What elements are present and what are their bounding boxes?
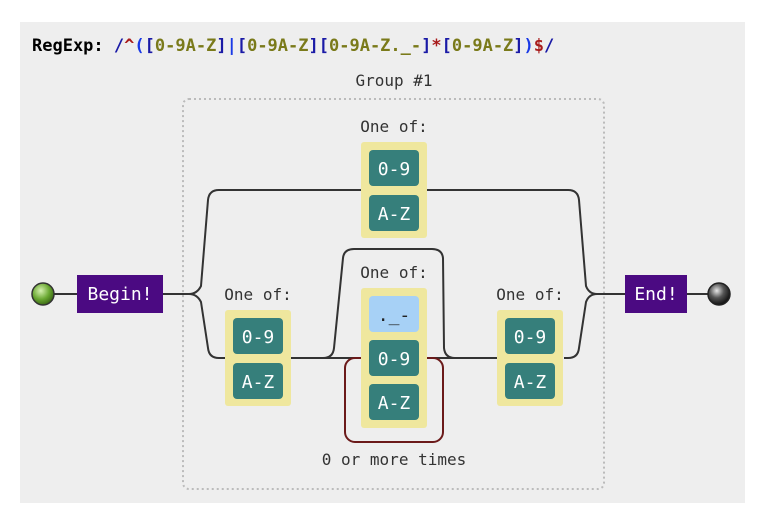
regexp-token: | bbox=[226, 36, 237, 56]
top-digits-box bbox=[369, 150, 419, 186]
left-digits-label: 0-9 bbox=[242, 327, 275, 348]
regexp-token: 0-9A-Z bbox=[247, 36, 309, 56]
middle-digits-box bbox=[369, 340, 419, 376]
group-label: Group #1 bbox=[355, 71, 432, 90]
start-circle-icon bbox=[31, 282, 55, 306]
connector-lines bbox=[54, 189, 708, 359]
end-label: End! bbox=[634, 284, 677, 305]
middle-punct-label: ._- bbox=[378, 305, 411, 326]
regexp-token: [ bbox=[144, 36, 155, 56]
middle-digits-label: 0-9 bbox=[378, 349, 411, 370]
right-one-of-label: One of: bbox=[496, 285, 563, 304]
regexp-token: ] bbox=[513, 36, 524, 56]
middle-upper-label: A-Z bbox=[378, 393, 411, 414]
regexp-token: [ bbox=[318, 36, 329, 56]
regexp-token: $ bbox=[533, 36, 545, 56]
right-upper-box bbox=[505, 363, 555, 399]
regexp-expression: RegExp: /^([0-9A-Z]|[0-9A-Z][0-9A-Z._-]*… bbox=[32, 36, 554, 56]
regexp-token: 0-9A-Z bbox=[154, 36, 217, 56]
middle-punct-box bbox=[369, 296, 419, 332]
top-branch-out bbox=[427, 189, 598, 295]
middle-upper-box bbox=[369, 384, 419, 420]
regexp-token: ( bbox=[134, 36, 145, 56]
skip-path bbox=[322, 248, 456, 359]
top-upper-box bbox=[369, 195, 419, 231]
regexp-token: * bbox=[431, 36, 442, 56]
regexp-token: 0-9A-Z._- bbox=[329, 36, 422, 56]
regexp-token: 0-9A-Z bbox=[451, 36, 514, 56]
bottom-branch-out bbox=[564, 293, 598, 359]
right-digits-label: 0-9 bbox=[514, 327, 547, 348]
loop-label: 0 or more times bbox=[322, 450, 467, 469]
bottom-branch-in bbox=[188, 293, 226, 359]
top-one-of-label: One of: bbox=[360, 117, 427, 136]
right-upper-label: A-Z bbox=[514, 372, 547, 393]
regexp-pattern: /^([0-9A-Z]|[0-9A-Z][0-9A-Z._-]*[0-9A-Z]… bbox=[114, 36, 554, 56]
top-upper-label: A-Z bbox=[378, 204, 411, 225]
regexp-token: [ bbox=[236, 36, 248, 56]
left-upper-label: A-Z bbox=[242, 372, 275, 393]
end-circle-icon bbox=[707, 282, 731, 306]
regexp-label: RegExp: bbox=[32, 36, 104, 56]
left-upper-box bbox=[233, 363, 283, 399]
regexp-token: / bbox=[544, 36, 555, 56]
regexp-token: ) bbox=[523, 36, 534, 56]
left-digits-box bbox=[233, 318, 283, 354]
top-branch-in bbox=[188, 189, 366, 295]
top-digits-label: 0-9 bbox=[378, 159, 411, 180]
right-digits-box bbox=[505, 318, 555, 354]
begin-node bbox=[77, 275, 163, 313]
regexp-token: ] bbox=[308, 36, 319, 56]
regexp-token: ] bbox=[216, 36, 227, 56]
middle-one-of-label: One of: bbox=[360, 263, 427, 282]
regexp-token: [ bbox=[441, 36, 452, 56]
left-one-of-label: One of: bbox=[224, 285, 291, 304]
begin-label: Begin! bbox=[87, 284, 152, 305]
end-node bbox=[625, 275, 687, 313]
regexp-token: ^ bbox=[124, 36, 135, 56]
regexp-token: / bbox=[113, 36, 125, 56]
regexp-token: ] bbox=[421, 36, 432, 56]
